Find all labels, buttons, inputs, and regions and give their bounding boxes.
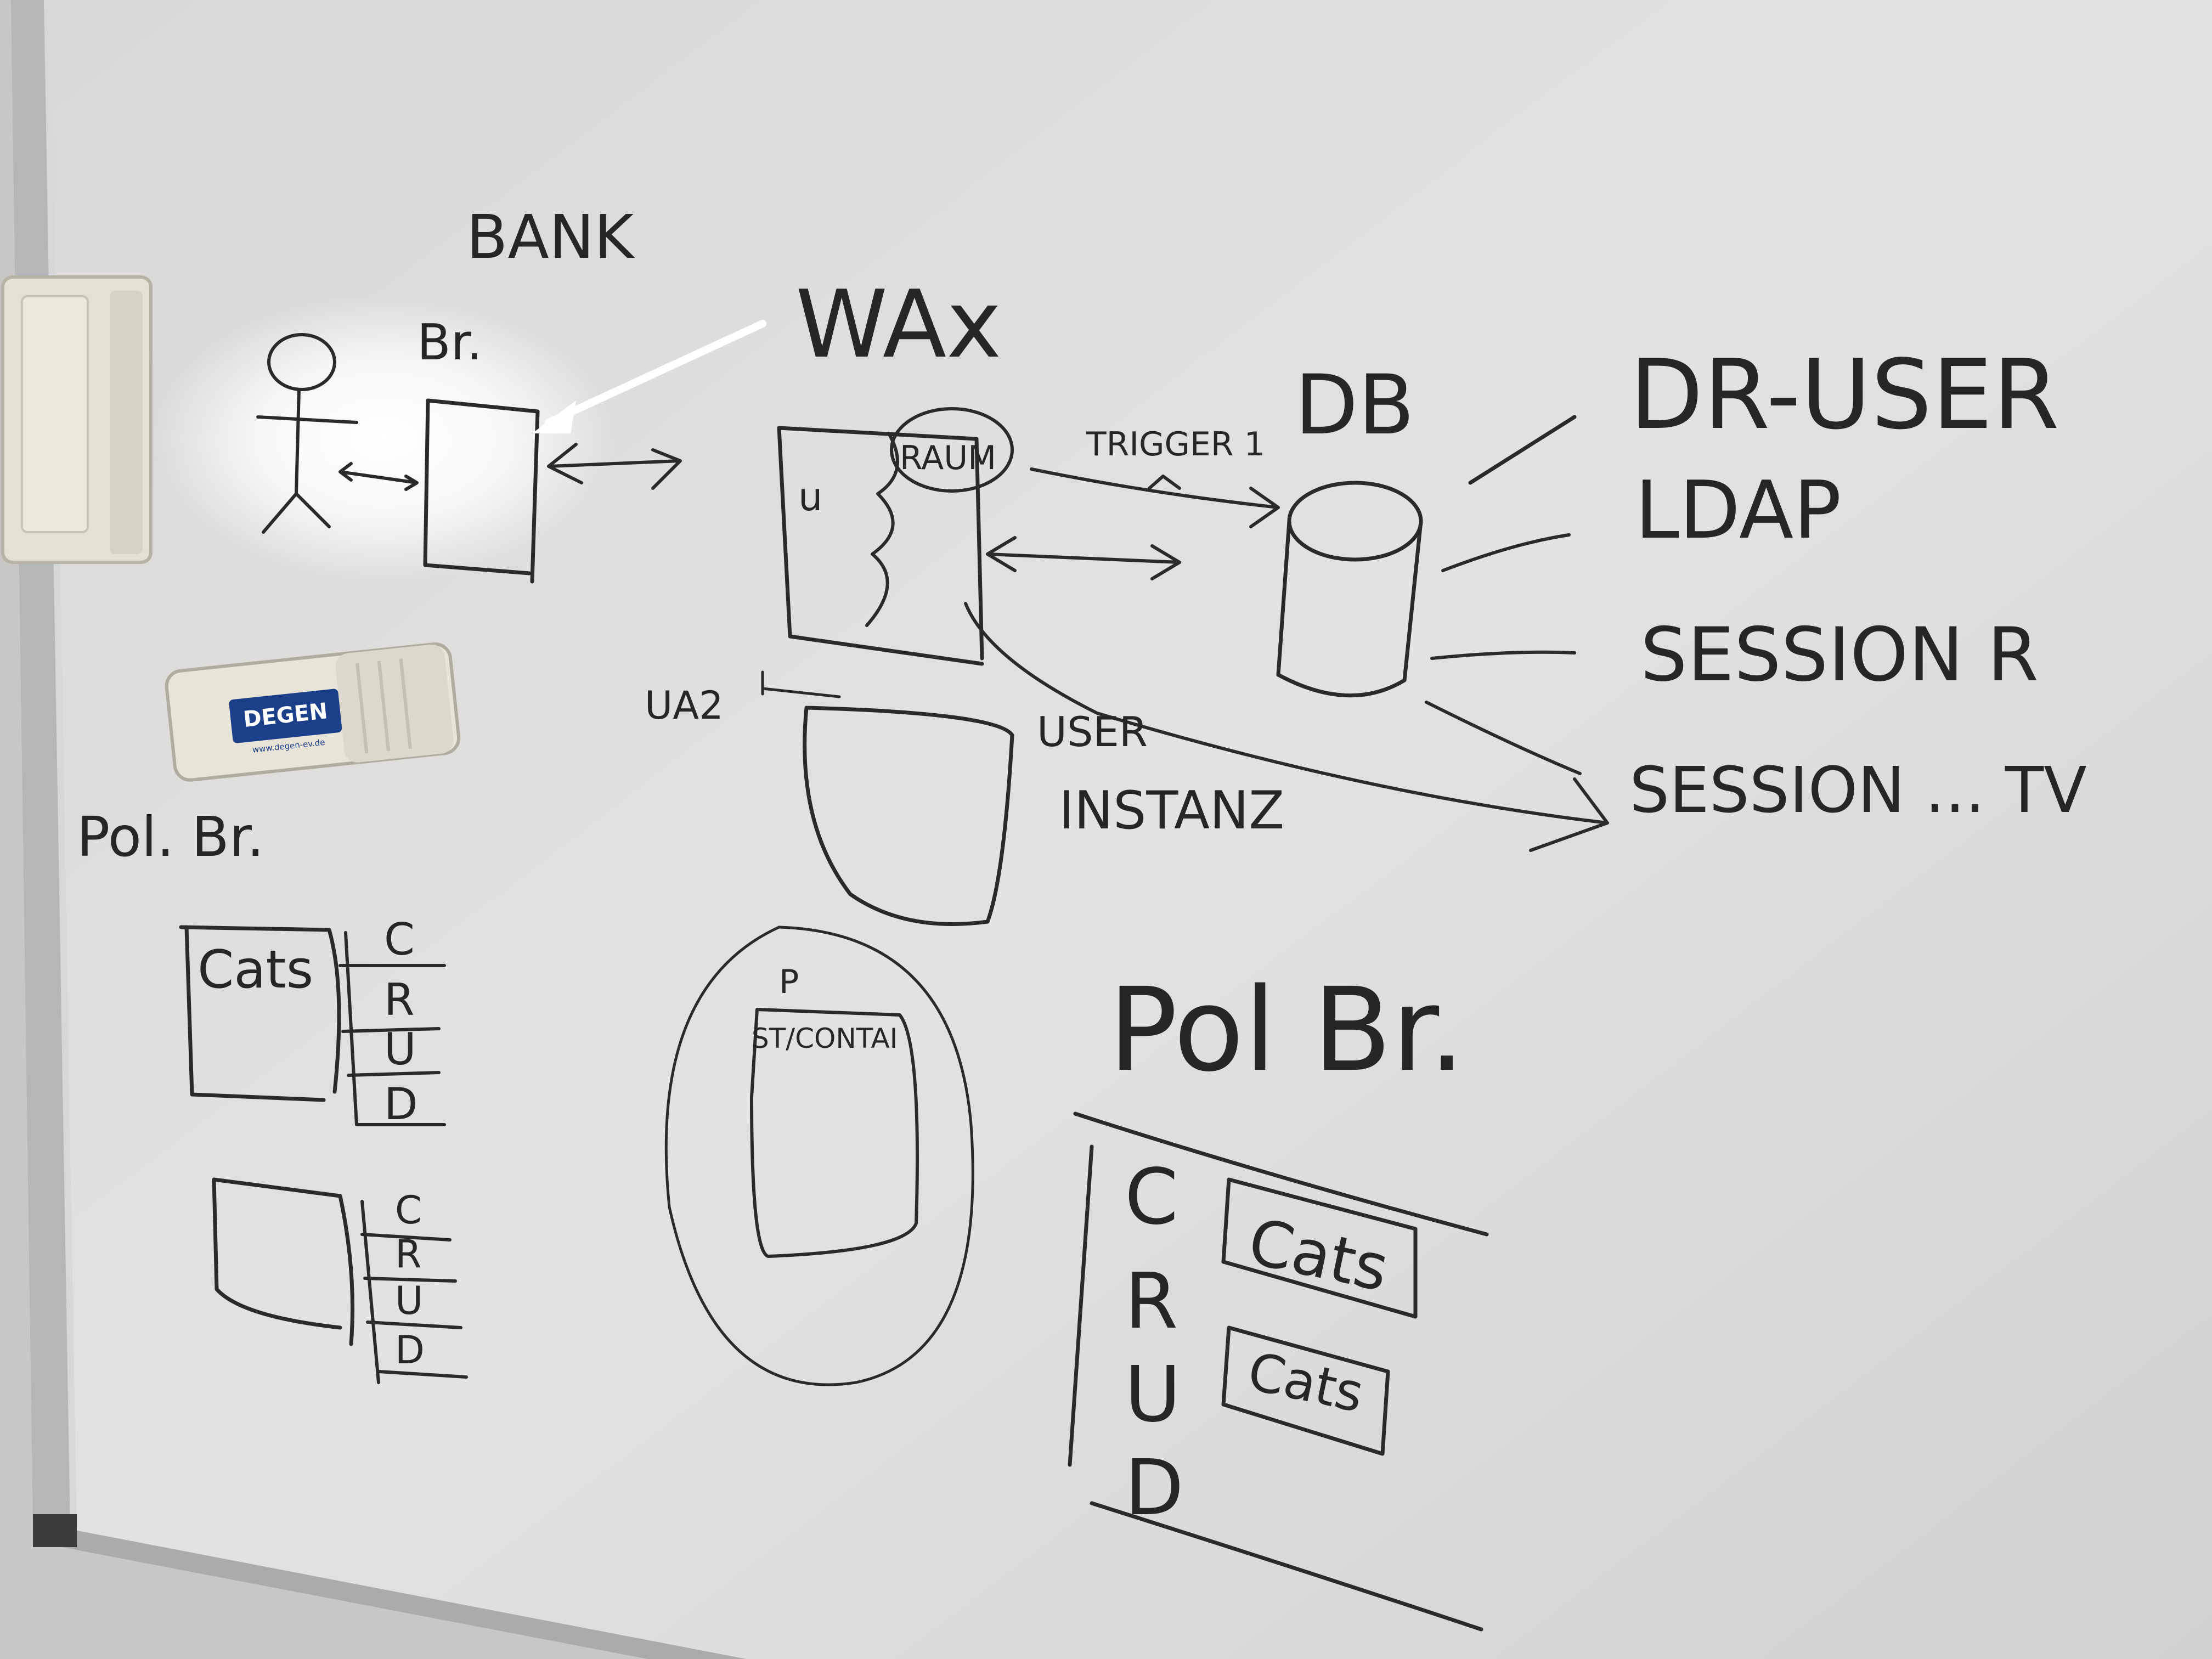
container-box: [750, 1008, 919, 1258]
label-trigger: TRIGGER 1: [1086, 425, 1265, 464]
user-browser-arrow: [338, 462, 419, 491]
trigger-caret: [1148, 475, 1181, 490]
browser-box: [423, 398, 540, 584]
label-ldap: LDAP: [1635, 464, 1842, 557]
label-session-tv: SESSION ... TV: [1629, 754, 2087, 827]
light-glare: [154, 296, 614, 582]
label-br-top: Br.: [417, 314, 482, 371]
rau2-box: [803, 706, 1014, 926]
egg-outline: [664, 926, 974, 1386]
crud-right-d: D: [1125, 1443, 1184, 1533]
crud-b-r: R: [395, 1232, 422, 1277]
board-frame-bottom: [33, 1522, 746, 1659]
degen-eraser: DEGEN www.degen-ev.de: [165, 642, 461, 782]
label-cats-a: Cats: [198, 940, 313, 1000]
label-dr-user: DR-USER: [1629, 340, 2059, 451]
mounted-eraser: [1, 275, 153, 564]
crud-a-c: C: [384, 914, 415, 965]
label-u: u: [798, 475, 822, 520]
browser-wa-arrow: [547, 443, 682, 490]
crud-b-d: D: [395, 1328, 425, 1373]
crud-a-r: R: [384, 974, 415, 1025]
crud-right-table: [1068, 1111, 1489, 1632]
crud-a-d: D: [384, 1079, 418, 1130]
label-wa: WAx: [795, 270, 1002, 379]
label-bank: BANK: [466, 202, 635, 272]
cats-box-a: [179, 925, 341, 1102]
label-instanz: INSTANZ: [1059, 781, 1284, 841]
db-line-4: [1425, 701, 1582, 775]
wa-session-arrow: [964, 602, 1609, 852]
trigger-arrow: [1030, 467, 1280, 528]
ua2-arrow: [761, 670, 841, 698]
wa-divider-squiggle: [865, 432, 899, 627]
label-raum-top: RAUM: [900, 439, 996, 477]
crud-a-u: U: [384, 1024, 416, 1075]
crud-right-c: C: [1125, 1153, 1178, 1242]
db-line-2: [1441, 533, 1571, 572]
frame-corner-cap: [33, 1514, 77, 1547]
stick-figure: [256, 333, 358, 534]
label-container: ST/CONTAI: [752, 1023, 898, 1054]
label-ua2: UA2: [645, 683, 724, 728]
label-db: DB: [1295, 358, 1414, 453]
crud-a-column: [338, 931, 446, 1126]
label-pol-br-left: Pol. Br.: [77, 805, 264, 869]
wa-db-arrow: [986, 536, 1181, 580]
db-line-1: [1468, 415, 1577, 485]
crud-right-r: R: [1125, 1257, 1178, 1346]
db-line-3: [1430, 650, 1576, 660]
label-session-r: SESSION R: [1640, 612, 2039, 698]
crud-b-u: U: [395, 1278, 423, 1323]
crud-b-column: [360, 1200, 468, 1384]
raum-ellipse: [890, 407, 1014, 493]
label-pol-br-right: Pol Br.: [1108, 963, 1465, 1097]
label-user: USER: [1037, 708, 1148, 756]
db-cylinder: [1276, 481, 1423, 698]
blank-box-b: [212, 1177, 354, 1346]
highlight-arrow: [532, 320, 766, 433]
wa-box: [777, 426, 984, 666]
crud-right-u: U: [1125, 1350, 1181, 1440]
crud-b-c: C: [395, 1188, 422, 1233]
label-p: P: [779, 963, 799, 1001]
